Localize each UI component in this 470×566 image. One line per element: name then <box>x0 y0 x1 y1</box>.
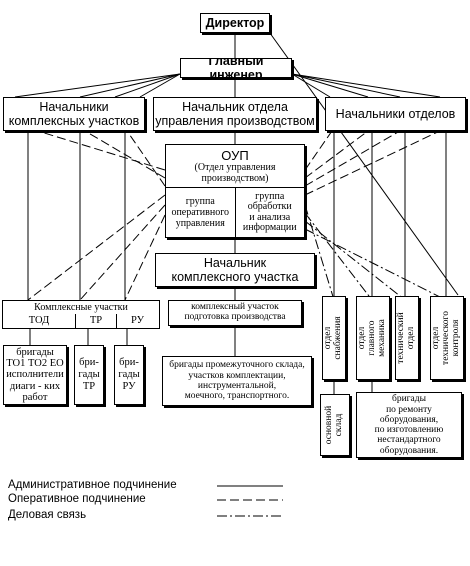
main-warehouse-label: основной склад <box>324 405 344 445</box>
brigades-repair-label: бригады по ремонту оборудования, по изго… <box>374 394 444 456</box>
section-tod: ТОД <box>28 315 50 326</box>
dept-technical-box: технический отдел <box>395 296 419 380</box>
section-divider-1 <box>75 314 76 328</box>
heads-complex-sections-label: Начальники комплексных участков <box>8 100 140 128</box>
legend-operational-label: Оперативное подчинение <box>8 493 146 505</box>
section-divider-2 <box>116 314 117 328</box>
oup-groups: группа оперативного управления группа об… <box>166 187 304 237</box>
brigades-ru-label: бри- гады РУ <box>118 357 140 392</box>
heads-departments-box: Начальники отделов <box>325 97 466 131</box>
dept-supply-box: отдел снабжения <box>322 296 346 380</box>
complex-section-prep-label: комплексный участок подготовка производс… <box>184 302 286 322</box>
legend-business-label: Деловая связь <box>8 509 87 521</box>
head-production-dept-label: Начальник отдела управления производство… <box>155 100 315 128</box>
oup-subtitle: (Отдел управления производством) <box>194 162 276 184</box>
line-director-techcontrol <box>261 21 459 296</box>
complex-section-prep-box: комплексный участок подготовка производс… <box>168 300 302 326</box>
brigades-tr-box: бри- гады ТР <box>74 345 104 405</box>
head-complex-section-box: Начальник комплексного участка <box>155 253 315 287</box>
dept-chief-mechanic-label: отдел главного механика <box>357 319 387 357</box>
brigades-intermediate-label: бригады промежуточного склада, участков … <box>169 360 305 402</box>
oup-title: ОУП <box>221 148 249 163</box>
oup-group-processing: группа обработки и анализа информации <box>242 190 297 233</box>
chief-engineer-box: Главный инженер <box>180 58 292 78</box>
brigades-tod-label: бригады ТО1 ТО2 ЕО исполнители диаги - к… <box>6 347 64 403</box>
head-production-dept-box: Начальник отдела управления производство… <box>153 97 317 131</box>
brigades-tr-label: бри- гады ТР <box>78 357 100 392</box>
dept-supply-label: отдел снабжения <box>323 316 343 360</box>
section-ru: РУ <box>130 315 144 326</box>
main-warehouse-box: основной склад <box>320 394 350 456</box>
section-tr: ТР <box>89 315 103 326</box>
head-complex-section-label: Начальник комплексного участка <box>171 256 299 284</box>
dept-chief-mechanic-box: отдел главного механика <box>356 296 390 380</box>
complex-sections-group: Комплексные участки ТОД ТР РУ <box>2 300 160 329</box>
dept-tech-control-label: отдел технического контроля <box>431 311 461 365</box>
brigades-repair-box: бригады по ремонту оборудования, по изго… <box>356 392 462 458</box>
brigades-tod-box: бригады ТО1 ТО2 ЕО исполнители диаги - к… <box>3 345 67 405</box>
director-box: Директор <box>200 13 270 33</box>
oup-group-operational: группа оперативного управления <box>166 188 236 237</box>
dept-tech-control-box: отдел технического контроля <box>430 296 464 380</box>
director-label: Директор <box>205 16 265 30</box>
heads-complex-sections-box: Начальники комплексных участков <box>3 97 145 131</box>
brigades-intermediate-box: бригады промежуточного склада, участков … <box>162 356 312 406</box>
dept-technical-label: технический отдел <box>396 312 416 364</box>
complex-sections-label: Комплексные участки <box>34 302 128 313</box>
chief-engineer-label: Главный инженер <box>208 58 264 78</box>
heads-departments-label: Начальники отделов <box>335 107 456 121</box>
brigades-ru-box: бри- гады РУ <box>114 345 144 405</box>
oup-box: ОУП (Отдел управления производством) гру… <box>165 144 305 238</box>
legend-administrative-label: Административное подчинение <box>8 479 177 491</box>
